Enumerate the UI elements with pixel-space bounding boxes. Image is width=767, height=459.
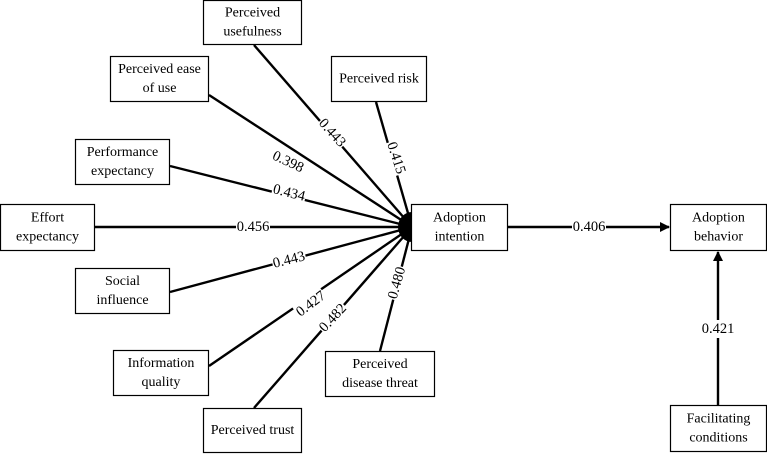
node-facilitating-conditions-frame [669,404,767,453]
node-effort-expectancy-frame [0,203,96,252]
node-perceived-usefulness: Perceived usefulness [202,0,303,46]
node-perceived-ease-of-use: Perceived ease of use [109,55,210,103]
path-perceived-ease-of-use-to-adoption-intention [208,93,413,229]
node-perceived-disease-threat-label-line: Perceived [352,357,407,372]
node-information-quality-frame [112,349,210,397]
node-adoption-intention-label-line: Adoption [433,211,486,226]
node-perceived-usefulness-frame [202,0,303,46]
coefficient-information-quality-bg [292,286,330,322]
node-performance-expectancy-frame [74,138,171,186]
node-social-influence-label-line: Social [105,274,140,289]
node-adoption-intention-frame [410,203,509,252]
coefficient-social-influence-bg [270,247,308,273]
coefficient-perceived-usefulness-bg [313,114,351,152]
node-perceived-trust-frame [202,407,303,454]
node-effort-expectancy: Effort expectancy [0,203,96,252]
node-facilitating-conditions-label-line: Facilitating [687,412,751,427]
node-adoption-behavior-frame [669,203,767,252]
node-social-influence: Social influence [74,267,171,315]
node-social-influence-label-line: influence [96,293,148,308]
coefficient-facilitating-conditions-bg [701,320,735,338]
node-perceived-trust: Perceived trust [202,407,303,454]
node-perceived-risk-frame [330,55,428,103]
node-information-quality: Information quality [112,349,210,397]
hub-layer [398,212,412,242]
coefficient-performance-expectancy-bg [270,180,308,206]
node-adoption-behavior-label-line: Adoption [692,211,745,226]
node-adoption-intention: Adoption intention [410,203,509,252]
node-perceived-risk-label-line: Perceived risk [339,72,419,87]
node-effort-expectancy-label-line: Effort [31,211,64,226]
node-perceived-usefulness-label-line: usefulness [223,25,281,40]
node-perceived-disease-threat: Perceived disease threat [324,350,436,398]
node-information-quality-label-line: Information [128,356,195,371]
node-perceived-trust-label-line: Perceived trust [211,423,295,438]
node-social-influence-frame [74,267,171,315]
coefficient-perceived-disease-threat-bg [383,264,411,302]
node-performance-expectancy-label-line: Performance [87,145,159,160]
node-adoption-behavior-label-line: behavior [694,230,743,245]
node-perceived-usefulness-label-line: Perceived [225,6,280,21]
node-perceived-ease-of-use-label-line: Perceived ease [118,62,201,77]
node-facilitating-conditions-label-line: conditions [689,431,747,446]
coefficient-perceived-risk-bg [382,139,410,177]
node-adoption-behavior: Adoption behavior [669,203,767,252]
coefficient-social-influence: 0.443 [271,248,307,271]
node-perceived-risk: Perceived risk [330,55,428,103]
coefficient-adoption-intention: 0.406 [573,219,606,235]
coefficient-facilitating-conditions: 0.421 [702,321,735,337]
coefficient-effort-expectancy-bg [236,218,270,236]
node-perceived-disease-threat-frame [324,350,436,398]
node-performance-expectancy: Performance expectancy [74,138,171,186]
node-adoption-intention-label-line: intention [435,230,485,245]
node-information-quality-label-line: quality [142,375,181,390]
coefficient-perceived-ease-of-use-bg [268,146,308,178]
node-perceived-disease-threat-label-line: disease threat [342,376,418,391]
node-facilitating-conditions: Facilitating conditions [669,404,767,453]
coefficient-performance-expectancy: 0.434 [271,181,307,205]
coefficient-adoption-intention-bg [572,218,606,236]
node-perceived-ease-of-use-label-line: of use [143,81,177,96]
node-effort-expectancy-label-line: expectancy [16,230,79,245]
coefficient-effort-expectancy: 0.456 [237,219,270,235]
converging-arrowheads [398,212,412,242]
coefficient-perceived-trust-bg [314,299,352,337]
node-performance-expectancy-label-line: expectancy [91,164,154,179]
node-perceived-ease-of-use-frame [109,55,210,103]
